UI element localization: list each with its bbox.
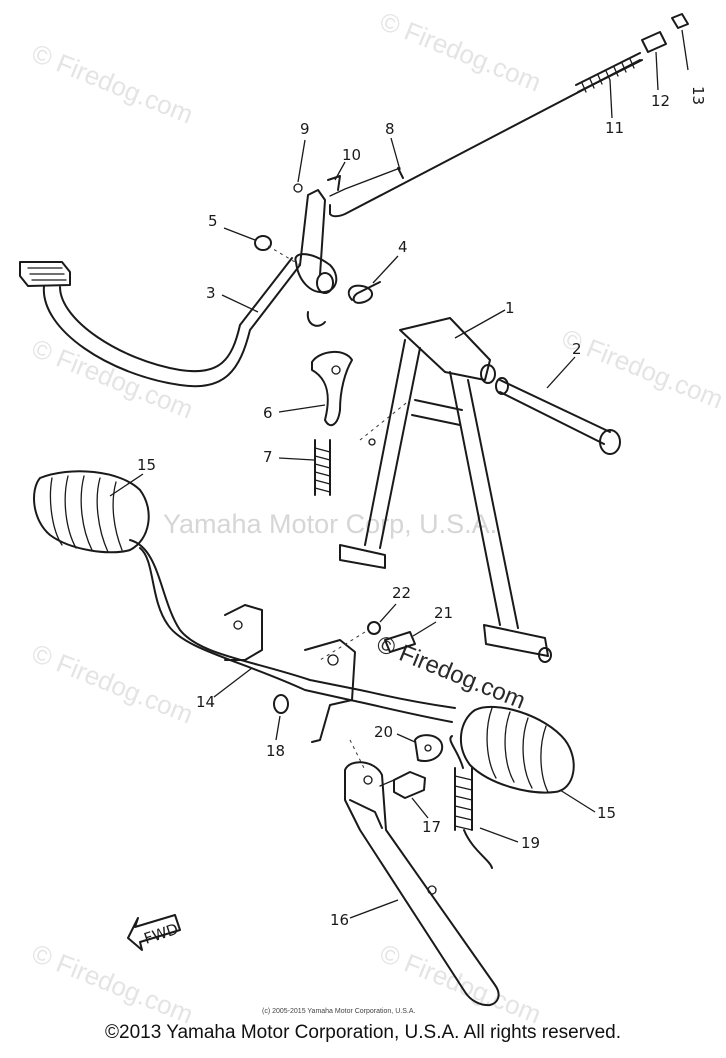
collar-part-18 xyxy=(273,694,289,714)
main-stand xyxy=(339,317,552,663)
watermark-low-left: © Firedog.com xyxy=(28,638,198,730)
callout-17: 17 xyxy=(422,818,441,836)
return-spring-part-4 xyxy=(347,281,381,304)
callout-2: 2 xyxy=(572,340,582,358)
brake-rod xyxy=(329,13,689,218)
watermark-center: Yamaha Motor Corp, U.S.A. xyxy=(163,509,497,539)
callout-18: 18 xyxy=(266,742,285,760)
callout-8: 8 xyxy=(385,120,395,138)
bolt-and-nut xyxy=(319,621,416,661)
callout-7: 7 xyxy=(263,448,273,466)
callout-15-left: 15 xyxy=(137,456,156,474)
watermark-firedog-dark: © Firedog.com xyxy=(373,631,529,715)
callout-15-right: 15 xyxy=(597,804,616,822)
callout-11: 11 xyxy=(605,119,624,137)
watermark-bottom-left: © Firedog.com xyxy=(28,938,198,1030)
callout-19: 19 xyxy=(521,834,540,852)
copyright-footer: ©2013 Yamaha Motor Corporation, U.S.A. A… xyxy=(105,1022,621,1043)
callout-12: 12 xyxy=(651,92,670,110)
callout-13: 13 xyxy=(689,86,707,105)
side-stand-fittings xyxy=(379,734,444,799)
side-stand-spring xyxy=(449,735,493,869)
washer-part-5 xyxy=(254,235,272,251)
small-copyright: (c) 2005-2015 Yamaha Motor Corporation, … xyxy=(262,1008,415,1015)
callout-22: 22 xyxy=(392,584,411,602)
watermark-layer: © Firedog.com © Firedog.com © Firedog.co… xyxy=(28,6,726,1030)
footrest-bar xyxy=(33,470,575,794)
callout-4: 4 xyxy=(398,238,408,256)
callout-9: 9 xyxy=(300,120,310,138)
pivot-shaft xyxy=(495,377,621,455)
callout-6: 6 xyxy=(263,404,273,422)
callout-10: 10 xyxy=(342,146,361,164)
callout-20: 20 xyxy=(374,723,393,741)
watermark-top-right: © Firedog.com xyxy=(376,6,546,98)
callout-3: 3 xyxy=(206,284,216,302)
watermark-mid-right: © Firedog.com xyxy=(558,323,726,415)
stand-spring xyxy=(314,439,331,496)
brake-pedal xyxy=(19,189,338,388)
fwd-arrow: FWD xyxy=(127,914,181,951)
callout-5: 5 xyxy=(208,212,218,230)
callouts: 1 2 3 4 5 6 7 8 9 10 11 12 13 14 15 15 1… xyxy=(109,29,707,929)
side-stand xyxy=(344,739,500,1007)
callout-21: 21 xyxy=(434,604,453,622)
callout-14: 14 xyxy=(196,693,215,711)
callout-1: 1 xyxy=(505,299,515,317)
spring-hook-plate xyxy=(311,351,353,427)
watermark-top-left: © Firedog.com xyxy=(28,38,198,130)
rod-joint xyxy=(293,175,341,193)
callout-16: 16 xyxy=(330,911,349,929)
